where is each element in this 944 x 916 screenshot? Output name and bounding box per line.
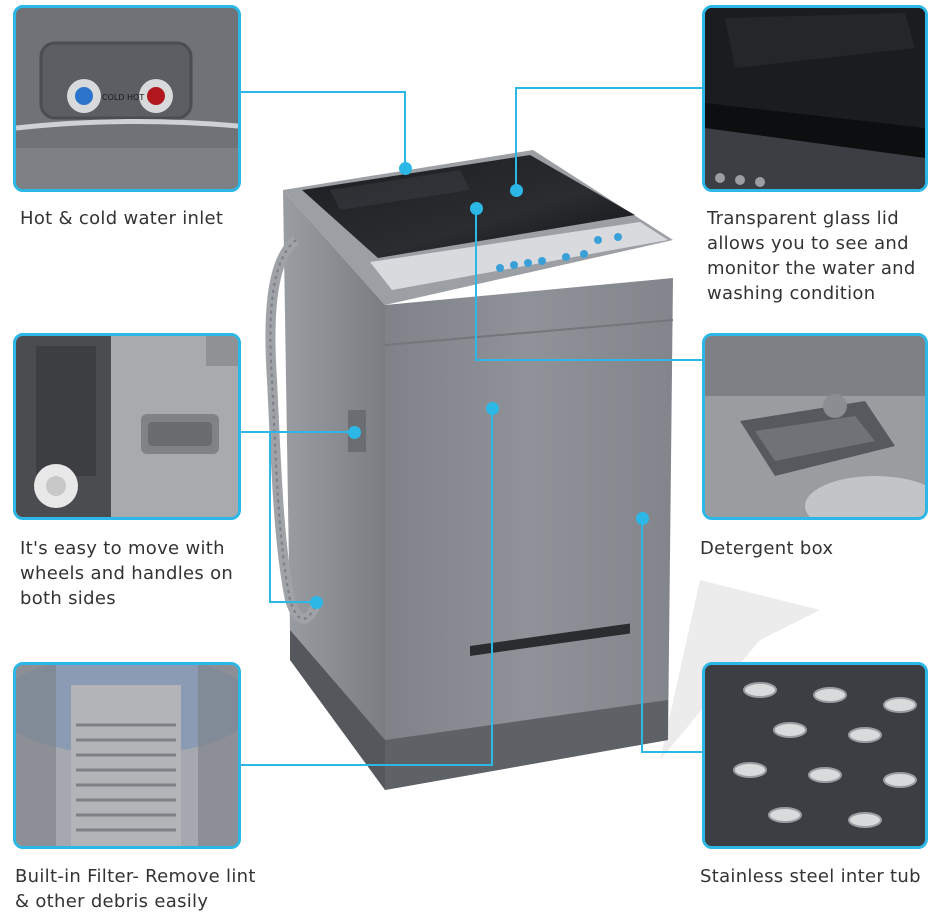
water-inlet-photo: COLD HOT <box>16 8 238 189</box>
wheels-image <box>13 333 241 520</box>
marker-dot <box>636 512 649 525</box>
water-inlet-image: COLD HOT <box>13 5 241 192</box>
caption-water-inlet: Hot & cold water inlet <box>20 208 224 229</box>
marker-dot <box>310 596 323 609</box>
detergent-photo <box>705 336 925 517</box>
tub-photo <box>705 665 925 846</box>
caption-filter: Built-in Filter- Remove lint & other deb… <box>15 866 256 912</box>
filter-photo <box>16 665 238 846</box>
marker-dot <box>510 184 523 197</box>
tub-image <box>702 662 928 849</box>
marker-dot <box>399 162 412 175</box>
inlet-label: COLD HOT <box>102 93 144 102</box>
glass-lid-photo <box>705 8 925 189</box>
caption-tub: Stainless steel inter tub <box>700 866 921 887</box>
caption-glass-lid: Transparent glass lid allows you to see … <box>707 208 916 304</box>
caption-detergent: Detergent box <box>700 538 834 559</box>
caption-wheels: It's easy to move with wheels and handle… <box>20 538 234 609</box>
glass-lid-image <box>702 5 928 192</box>
wheels-photo <box>16 336 238 517</box>
marker-dot <box>470 202 483 215</box>
marker-dot <box>348 426 361 439</box>
filter-image <box>13 662 241 849</box>
marker-dot <box>486 402 499 415</box>
detergent-image <box>702 333 928 520</box>
